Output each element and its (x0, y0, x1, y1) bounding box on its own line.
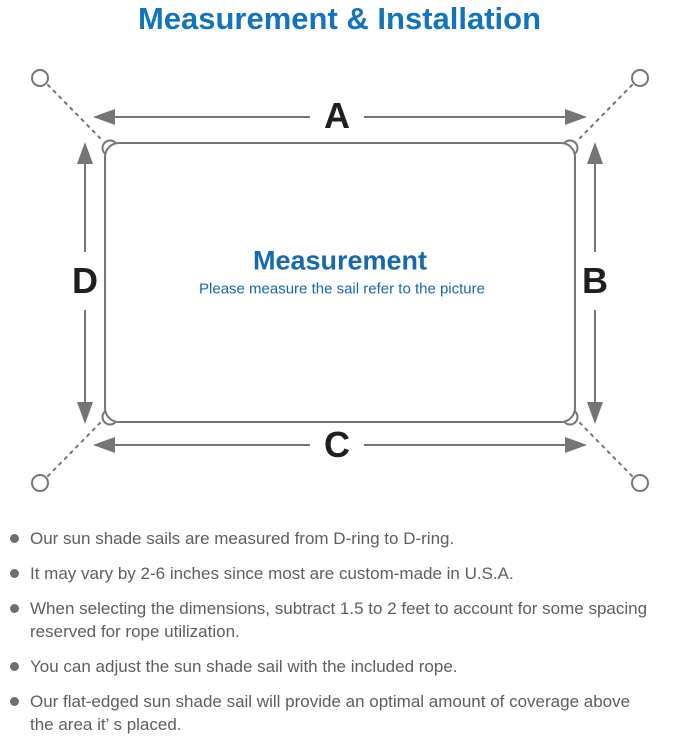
bullet-icon (10, 534, 19, 543)
anchor-ring-icon (631, 474, 649, 492)
list-item: When selecting the dimensions, subtract … (10, 597, 658, 643)
anchor-ring-icon (31, 69, 49, 87)
dimension-label-a: A (310, 94, 364, 138)
list-item: Our sun shade sails are measured from D-… (10, 527, 658, 550)
bullet-icon (10, 569, 19, 578)
notes-list: Our sun shade sails are measured from D-… (10, 527, 658, 739)
list-item: Our flat-edged sun shade sail will provi… (10, 690, 658, 736)
bullet-icon (10, 697, 19, 706)
note-text: Our sun shade sails are measured from D-… (30, 529, 455, 548)
rope-dotted-line (579, 422, 633, 477)
note-text: When selecting the dimensions, subtract … (30, 599, 648, 641)
dimension-label-d: D (69, 252, 101, 310)
list-item: You can adjust the sun shade sail with t… (10, 655, 658, 678)
note-text: It may vary by 2-6 inches since most are… (30, 564, 514, 583)
sail-outline (104, 142, 576, 423)
dimension-label-c: C (310, 423, 364, 467)
list-item: It may vary by 2-6 inches since most are… (10, 562, 658, 585)
rope-dotted-line (47, 84, 101, 139)
page-title: Measurement & Installation (137, 1, 542, 36)
bullet-icon (10, 662, 19, 671)
dimension-label-b: B (579, 252, 611, 310)
rope-dotted-line (47, 422, 101, 477)
diagram-center-title: Measurement (252, 245, 428, 276)
bullet-icon (10, 604, 19, 613)
note-text: You can adjust the sun shade sail with t… (30, 657, 458, 676)
anchor-ring-icon (31, 474, 49, 492)
diagram-center-subtitle: Please measure the sail refer to the pic… (199, 280, 485, 298)
note-text: Our flat-edged sun shade sail will provi… (30, 692, 631, 734)
rope-dotted-line (579, 84, 633, 139)
anchor-ring-icon (631, 69, 649, 87)
